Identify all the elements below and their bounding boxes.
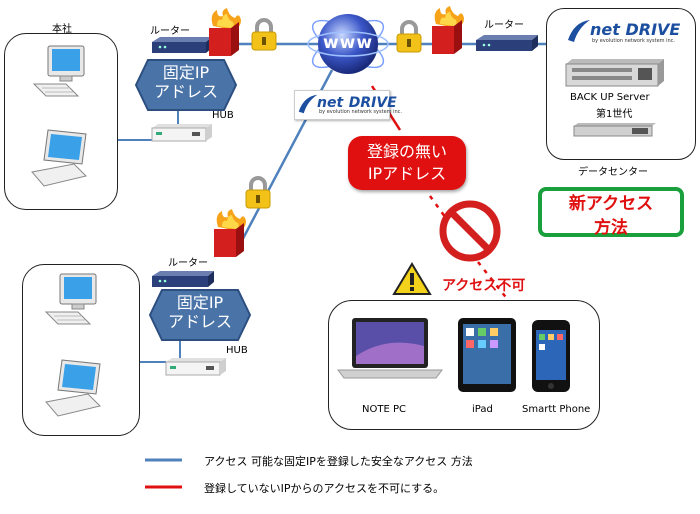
hq-label: 本社 bbox=[52, 24, 72, 35]
backup-server-line2: 第1世代 bbox=[596, 109, 633, 120]
legend-blue-text: アクセス 可能な固定IPを登録した安全なアクセス 方法 bbox=[204, 455, 473, 468]
router-right-label: ルーター bbox=[484, 20, 524, 31]
ipad-label: iPad bbox=[472, 404, 493, 415]
logo-right-drive: DRIVE bbox=[625, 20, 681, 39]
new-access-method-box: 新アクセス 方法 bbox=[538, 187, 684, 238]
fixed-ip-bottom-line2: アドレス bbox=[167, 312, 232, 331]
access-denied-label: アクセス不可 bbox=[442, 278, 526, 294]
fixed-ip-bottom-text: 固定IP アドレス bbox=[148, 293, 252, 331]
logo-right-sub: by evolution network system inc. bbox=[592, 38, 675, 44]
desktop-pc-icon bbox=[32, 45, 85, 97]
www-label: www bbox=[322, 33, 374, 53]
fixed-ip-top-text: 固定IP アドレス bbox=[134, 63, 238, 101]
router-bottom-icon bbox=[152, 271, 214, 287]
logo-right-net: net bbox=[590, 20, 620, 39]
net-drive-swoosh-center-icon bbox=[298, 94, 318, 114]
fixed-ip-bottom-hexagon bbox=[148, 289, 252, 341]
lock-icon-bottom bbox=[245, 176, 271, 209]
fixed-ip-top-line2: アドレス bbox=[153, 82, 218, 101]
logo-center-sub: by evolution network system inc. bbox=[319, 109, 402, 115]
unregistered-ip-box: 登録の無い IPアドレス bbox=[348, 136, 466, 190]
new-access-line2: 方法 bbox=[594, 218, 628, 238]
hub-top-icon bbox=[151, 124, 212, 142]
router-right-icon bbox=[476, 35, 538, 51]
backup-server-icon bbox=[565, 59, 664, 87]
firewall-top-icon bbox=[209, 8, 241, 56]
router-top-label: ルーター bbox=[150, 26, 190, 37]
hub-bottom-label: HUB bbox=[226, 345, 248, 356]
net-drive-logo-center: net DRIVE by evolution network system in… bbox=[294, 90, 402, 120]
rack-server-icon bbox=[573, 123, 656, 137]
prohibited-icon bbox=[439, 200, 501, 262]
www-globe-icon bbox=[307, 14, 389, 74]
hub-bottom-icon bbox=[165, 358, 226, 376]
hub-top-label: HUB bbox=[212, 110, 234, 121]
fixed-ip-bottom-line1: 固定IP bbox=[176, 293, 224, 312]
laptop-icon bbox=[31, 129, 87, 187]
backup-server-line1: BACK UP Server bbox=[570, 92, 650, 103]
firewall-bottom-icon bbox=[214, 209, 246, 257]
lock-icon-top-left bbox=[251, 18, 277, 51]
smartphone-icon bbox=[532, 320, 570, 392]
legend-red-text: 登録していないIPからのアクセスを不可にする。 bbox=[204, 482, 445, 495]
logo-center-net: net bbox=[317, 95, 344, 111]
fixed-ip-top-hexagon bbox=[134, 59, 238, 111]
ipad-icon bbox=[458, 318, 516, 392]
logo-center-drive: DRIVE bbox=[348, 95, 397, 111]
fixed-ip-top-line1: 固定IP bbox=[162, 63, 210, 82]
net-drive-swoosh-icon bbox=[568, 20, 590, 42]
new-access-line1: 新アクセス bbox=[568, 194, 654, 214]
firewall-right-icon bbox=[432, 6, 464, 54]
macbook-icon bbox=[337, 318, 443, 379]
unregistered-line1: 登録の無い bbox=[366, 142, 447, 161]
unregistered-line2: IPアドレス bbox=[367, 164, 447, 183]
smartphone-label: Smartt Phone bbox=[522, 404, 591, 415]
datacenter-label: データセンター bbox=[578, 167, 648, 178]
lock-icon-top-right bbox=[396, 20, 422, 53]
red-dashed-line-to-devices bbox=[477, 261, 509, 301]
router-bottom-label: ルーター bbox=[168, 258, 208, 269]
warning-icon bbox=[392, 262, 432, 295]
note-pc-label: NOTE PC bbox=[362, 404, 406, 415]
branch-laptop-icon bbox=[45, 359, 101, 417]
branch-desktop-pc-icon bbox=[44, 273, 97, 325]
